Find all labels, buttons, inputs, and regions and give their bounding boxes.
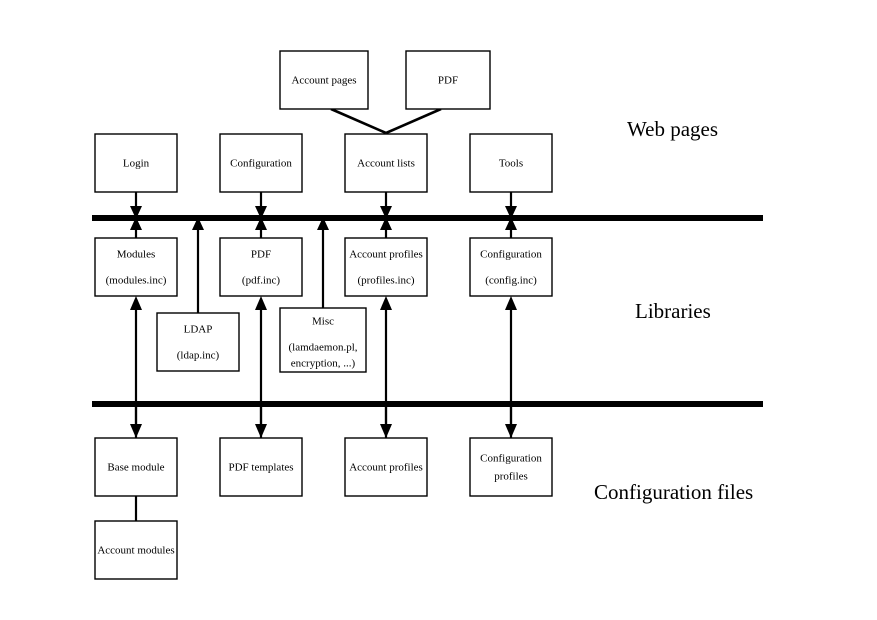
section-label-libraries: Libraries: [635, 299, 711, 323]
node-account-pages[interactable]: Account pages: [279, 50, 369, 110]
node-pdf-lib-label: PDF: [251, 249, 271, 261]
node-misc-lib[interactable]: Misc (lamdaemon.pl, encryption, ...): [279, 307, 367, 373]
node-configuration-page[interactable]: Configuration: [219, 133, 303, 193]
node-profiles-lib-label: Account profiles: [349, 249, 423, 261]
node-config-lib[interactable]: Configuration (config.inc): [469, 237, 553, 297]
node-login-label: Login: [123, 158, 150, 170]
node-pdf-web[interactable]: PDF: [405, 50, 491, 110]
node-misc-lib-sub-line1: (lamdaemon.pl,: [288, 342, 357, 354]
node-account-pages-label: Account pages: [291, 75, 356, 87]
node-profiles-lib-sub: (profiles.inc): [357, 275, 414, 287]
connector-account-lists-to-divider: [380, 192, 392, 219]
node-account-modules[interactable]: Account modules: [94, 520, 178, 580]
connector-divider-to-account-profiles-file: [380, 404, 392, 438]
node-account-lists-label: Account lists: [357, 158, 415, 170]
node-modules-lib[interactable]: Modules (modules.inc): [94, 237, 178, 297]
node-configuration-page-label: Configuration: [230, 158, 292, 170]
node-base-module-label: Base module: [107, 462, 164, 474]
node-modules-lib-sub: (modules.inc): [106, 275, 167, 287]
node-configuration-profiles-file[interactable]: Configuration profiles: [469, 437, 553, 497]
node-pdf-lib[interactable]: PDF (pdf.inc): [219, 237, 303, 297]
node-ldap-lib[interactable]: LDAP (ldap.inc): [156, 312, 240, 372]
connector-misc-to-divider: [317, 217, 329, 308]
node-config-lib-label: Configuration: [480, 249, 542, 261]
connector-account-pages-to-account-lists: [330, 107, 387, 135]
node-account-profiles-file[interactable]: Account profiles: [344, 437, 428, 497]
connector-login-to-divider: [130, 192, 142, 219]
connector-divider-to-config-lib: [505, 217, 517, 238]
connector-pdf-to-account-lists: [385, 107, 442, 135]
node-ldap-lib-label: LDAP: [184, 324, 213, 336]
node-modules-lib-label: Modules: [117, 249, 156, 261]
connector-divider-to-base-module: [130, 404, 142, 438]
node-ldap-lib-sub: (ldap.inc): [177, 350, 220, 362]
connector-ldap-to-divider: [192, 217, 204, 313]
connector-divider-to-profiles-lib: [380, 217, 392, 238]
node-account-lists[interactable]: Account lists: [344, 133, 428, 193]
node-base-module[interactable]: Base module: [94, 437, 178, 497]
node-pdf-web-label: PDF: [438, 75, 458, 87]
node-profiles-lib[interactable]: Account profiles (profiles.inc): [344, 237, 428, 297]
connector-configuration-page-to-divider: [255, 192, 267, 219]
connector-divider-to-pdf-lib: [255, 217, 267, 238]
node-tools[interactable]: Tools: [469, 133, 553, 193]
node-account-profiles-file-label: Account profiles: [349, 462, 423, 474]
connector-tools-to-divider: [505, 192, 517, 219]
connector-divider-to-pdf-templates: [255, 404, 267, 438]
connector-group: [130, 107, 517, 521]
section-label-configuration-files: Configuration files: [594, 480, 753, 504]
section-label-web-pages: Web pages: [627, 117, 718, 141]
node-configuration-profiles-file-label-line1: Configuration: [480, 453, 542, 465]
connector-divider-to-configuration-profiles: [505, 404, 517, 438]
node-tools-label: Tools: [499, 158, 523, 170]
node-login[interactable]: Login: [94, 133, 178, 193]
node-account-modules-label: Account modules: [97, 545, 174, 557]
node-misc-lib-sub-line2: encryption, ...): [291, 358, 356, 370]
node-pdf-templates[interactable]: PDF templates: [219, 437, 303, 497]
node-configuration-profiles-file-label-line2: profiles: [494, 471, 528, 483]
connector-divider-to-modules: [130, 217, 142, 238]
node-pdf-templates-label: PDF templates: [228, 462, 293, 474]
node-config-lib-sub: (config.inc): [485, 275, 537, 287]
node-pdf-lib-sub: (pdf.inc): [242, 275, 281, 287]
node-misc-lib-label: Misc: [312, 316, 334, 328]
